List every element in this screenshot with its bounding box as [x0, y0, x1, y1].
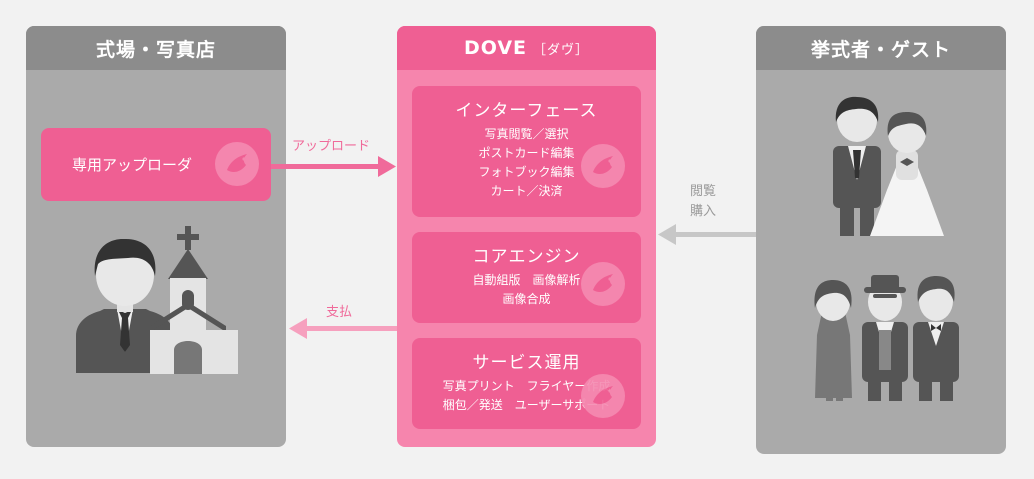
groom-icon — [76, 238, 174, 373]
module-lines: 写真プリント フライヤー作成 梱包／発送 ユーザーサポート — [412, 377, 641, 415]
dove-bird-icon — [581, 374, 625, 418]
dove-panel-header: DOVE ［ダヴ］ — [397, 26, 656, 70]
dove-bird-icon — [215, 142, 259, 186]
module-line: 写真閲覧／選択 — [484, 127, 569, 141]
module-core-engine: コアエンジン 自動組版 画像解析 画像合成 — [412, 232, 641, 323]
browse-purchase-arrow — [658, 224, 756, 245]
module-title: サービス運用 — [472, 353, 581, 373]
dove-bird-icon — [581, 262, 625, 306]
module-interface: インターフェース 写真閲覧／選択 ポストカード編集 フォトブック編集 カート／決… — [412, 86, 641, 217]
browse-purchase-label: 閲覧 購入 — [690, 182, 716, 222]
guests-icon — [814, 275, 959, 401]
upload-arrow — [271, 156, 396, 177]
module-title: コアエンジン — [472, 247, 581, 267]
guest-panel-title: 挙式者・ゲスト — [756, 26, 1006, 70]
venue-panel: 式場・写真店 — [26, 26, 286, 447]
module-line: フォトブック編集 — [478, 165, 575, 179]
module-line: 画像合成 — [502, 292, 551, 306]
module-line: 梱包／発送 ユーザーサポート — [442, 398, 611, 412]
church-icon — [150, 226, 238, 374]
dove-panel-title: DOVE — [463, 37, 528, 59]
uploader-box: 専用アップローダ — [41, 128, 271, 201]
module-line: カート／決済 — [490, 184, 563, 198]
payment-arrow-label: 支払 — [326, 305, 353, 320]
module-line: ポストカード編集 — [478, 146, 575, 160]
browse-label: 閲覧 — [690, 184, 717, 199]
uploader-label: 専用アップローダ — [71, 156, 192, 174]
module-lines: 自動組版 画像解析 画像合成 — [412, 271, 641, 309]
dove-bird-icon — [581, 144, 625, 188]
module-lines: 写真閲覧／選択 ポストカード編集 フォトブック編集 カート／決済 — [412, 125, 641, 201]
venue-panel-title: 式場・写真店 — [26, 26, 286, 70]
module-title: インターフェース — [455, 101, 598, 121]
dove-panel-subtitle: ［ダヴ］ — [533, 42, 590, 58]
module-line: 写真プリント フライヤー作成 — [442, 379, 611, 393]
module-line: 自動組版 画像解析 — [472, 273, 581, 287]
upload-arrow-label: アップロード — [292, 139, 371, 154]
module-service-ops: サービス運用 写真プリント フライヤー作成 梱包／発送 ユーザーサポート — [412, 338, 641, 429]
purchase-label: 購入 — [690, 204, 717, 219]
couple-icon — [833, 96, 944, 236]
payment-arrow — [289, 318, 397, 339]
